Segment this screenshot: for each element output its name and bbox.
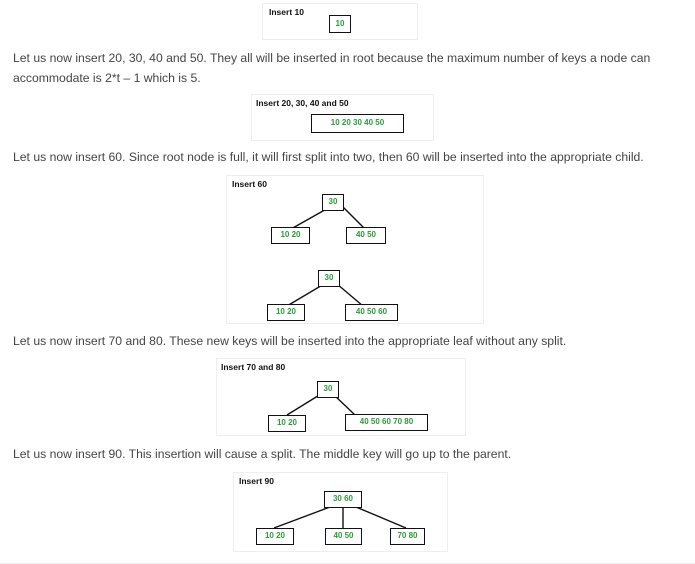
paragraph-insert-90: Let us now insert 90. This insertion wil…: [13, 447, 512, 461]
figure-insert-90: Insert 90 30 60 10 20 40 50 70 80: [233, 472, 448, 552]
figure-title: Insert 10: [269, 7, 304, 17]
figure-title: Insert 20, 30, 40 and 50: [256, 98, 349, 108]
btree-root-node: 30: [318, 270, 340, 287]
btree-left-child-node: 10 20: [268, 415, 306, 432]
figure-insert-20-50: Insert 20, 30, 40 and 50 10 20 30 40 50: [251, 94, 434, 141]
paragraph-insert-20-50: Let us now insert 20, 30, 40 and 50. The…: [13, 51, 651, 85]
btree-root-node: 10 20 30 40 50: [311, 114, 404, 133]
btree-root-node: 10: [329, 15, 351, 33]
btree-right-child-node: 40 50 60: [345, 304, 398, 321]
btree-right-child-node: 40 50: [346, 227, 386, 244]
btree-left-child-node: 10 20: [256, 528, 294, 545]
btree-right-child-node: 70 80: [390, 528, 425, 545]
paragraph-insert-70-80: Let us now insert 70 and 80. These new k…: [13, 334, 567, 348]
btree-left-child-node: 10 20: [267, 304, 305, 321]
btree-right-child-node: 40 50 60 70 80: [345, 414, 428, 431]
figure-insert-60: Insert 60 30 10 20 40 50 30 10 20 40 50 …: [226, 175, 484, 324]
btree-left-child-node: 10 20: [271, 227, 310, 244]
figure-insert-10: Insert 10 10: [262, 3, 418, 40]
tree-edges: [273, 506, 407, 529]
tree-edges: [286, 206, 366, 307]
figure-title: Insert 90: [239, 476, 274, 486]
btree-middle-child-node: 40 50: [325, 528, 362, 545]
btree-root-node: 30: [317, 381, 339, 398]
figure-title: Insert 70 and 80: [221, 362, 286, 372]
btree-root-node: 30 60: [324, 491, 362, 508]
paragraph-insert-60: Let us now insert 60. Since root node is…: [13, 150, 644, 164]
btree-root-node: 30: [322, 194, 344, 211]
figure-insert-70-80: Insert 70 and 80 30 10 20 40 50 60 70 80: [216, 358, 466, 436]
figure-title: Insert 60: [232, 179, 267, 189]
